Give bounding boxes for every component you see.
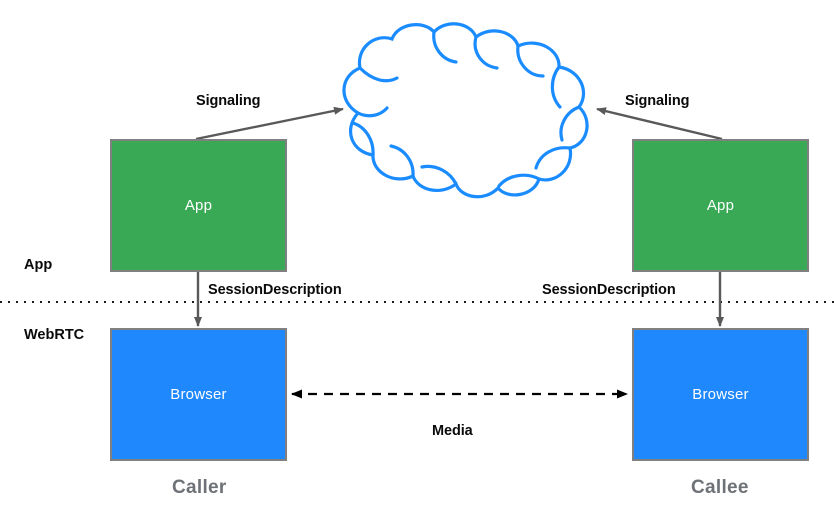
caller-browser-label: Browser [170,386,227,403]
media-label: Media [432,423,473,439]
webrtc-layer-label: WebRTC [24,327,85,343]
callee-app-label: App [706,197,735,214]
callee-app-box[interactable]: App [632,139,809,272]
signaling-arrow-right [596,107,723,141]
session-description-label-left: SessionDescription [208,282,342,298]
signaling-label-left: Signaling [196,93,261,109]
cloud-icon [342,22,589,199]
signaling-arrow-left [195,106,344,141]
callee-actor-label: Callee [691,477,749,498]
app-layer-label: App [24,257,53,273]
caller-app-box[interactable]: App [110,139,287,272]
callee-browser-label: Browser [692,386,749,403]
caller-browser-box[interactable]: Browser [110,328,287,461]
caller-actor-label: Caller [172,477,227,498]
caller-app-label: App [184,197,213,214]
signaling-label-right: Signaling [625,93,690,109]
session-description-label-right: SessionDescription [542,282,676,298]
callee-browser-box[interactable]: Browser [632,328,809,461]
